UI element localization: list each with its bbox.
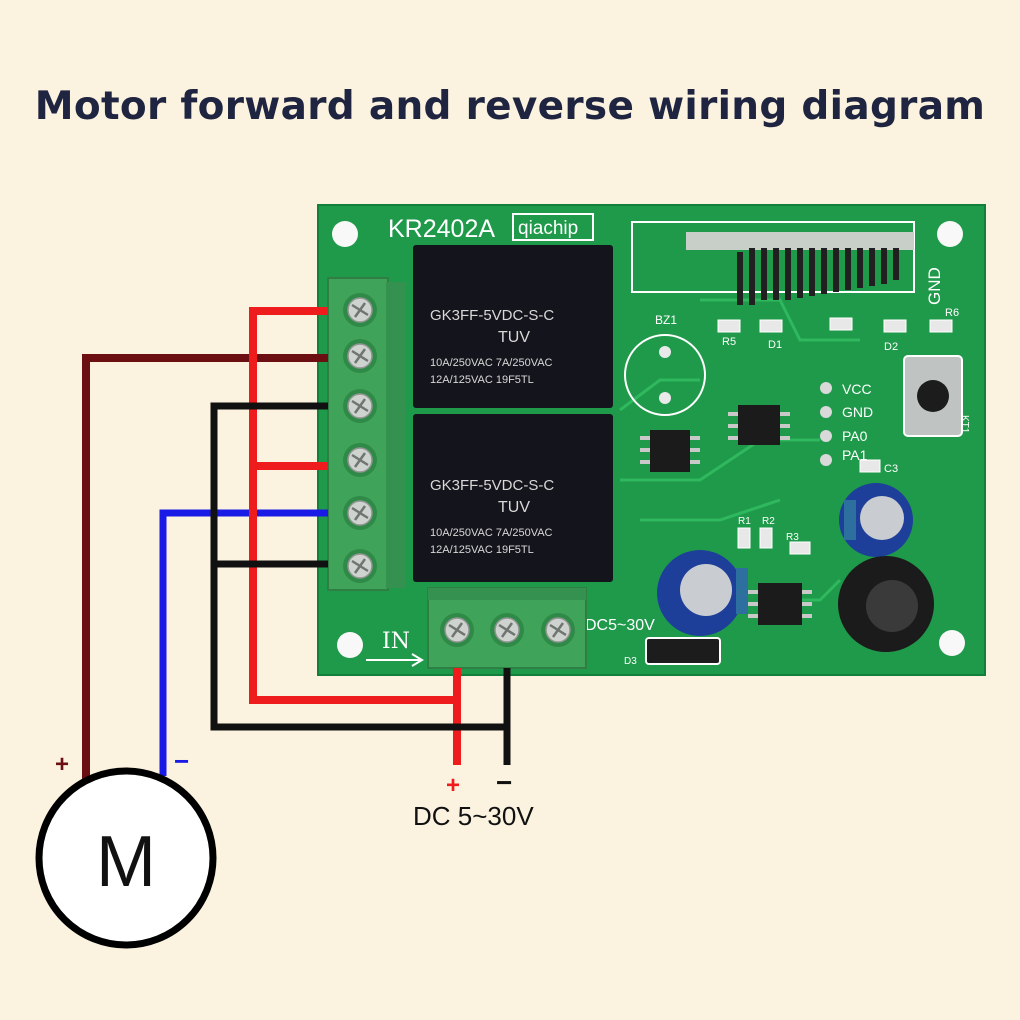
label-d1: D1 — [768, 339, 782, 351]
inductor — [838, 556, 934, 652]
pin-vcc: VCC — [842, 381, 872, 397]
wire-blue-motor-minus — [159, 509, 328, 776]
power-screw-1 — [440, 613, 474, 647]
pin-pa1: PA1 — [842, 447, 868, 463]
label-c3: C3 — [884, 463, 898, 475]
power-minus: − — [496, 767, 512, 798]
in-label: IN — [382, 629, 410, 654]
svg-text:10A/250VAC 7A/250VAC: 10A/250VAC 7A/250VAC — [430, 527, 553, 539]
label-r3: R3 — [786, 532, 799, 543]
wire-black-negative — [210, 402, 511, 765]
svg-text:TUV: TUV — [498, 499, 530, 516]
terminal-screw-6 — [343, 549, 377, 583]
label-kt1: KT1 — [959, 415, 970, 434]
power-screw-3 — [541, 613, 575, 647]
ic-chip-2 — [738, 405, 780, 445]
power-plus: + — [446, 772, 460, 799]
output-terminal-block — [327, 277, 406, 591]
label-d3: D3 — [624, 656, 637, 667]
pin-gnd: GND — [842, 404, 873, 420]
terminal-screw-1 — [343, 293, 377, 327]
label-r6: R6 — [945, 307, 959, 319]
relay-bottom: GK3FF-5VDC-S-C TUV 10A/250VAC 7A/250VAC … — [413, 414, 613, 582]
ic-chip-3 — [758, 583, 802, 625]
power-label: DC 5~30V — [413, 801, 534, 831]
mount-hole-tr — [937, 221, 963, 247]
label-r5: R5 — [722, 336, 736, 348]
board-brand: qiachip — [518, 218, 578, 239]
wire-brown-motor-plus — [82, 354, 328, 780]
motor-symbol: M — [96, 822, 156, 902]
svg-text:12A/125VAC 19F5TL: 12A/125VAC 19F5TL — [430, 374, 534, 386]
label-r1: R1 — [738, 516, 751, 527]
svg-text:GK3FF-5VDC-S-C: GK3FF-5VDC-S-C — [430, 307, 554, 324]
mount-hole-br — [939, 630, 965, 656]
ic-chip-1 — [650, 430, 690, 472]
buzzer-label: BZ1 — [655, 313, 677, 327]
svg-text:TUV: TUV — [498, 329, 530, 346]
pin-pa0: PA0 — [842, 428, 868, 444]
motor-plus: + — [55, 751, 69, 778]
svg-text:GK3FF-5VDC-S-C: GK3FF-5VDC-S-C — [430, 477, 554, 494]
terminal-screw-2 — [343, 339, 377, 373]
buzzer — [624, 334, 706, 416]
svg-text:12A/125VAC 19F5TL: 12A/125VAC 19F5TL — [430, 544, 534, 556]
terminal-screw-5 — [343, 496, 377, 530]
dc-label: DC5~30V — [585, 617, 655, 634]
capacitor-2 — [657, 550, 748, 636]
page-title: Motor forward and reverse wiring diagram — [34, 84, 986, 129]
mount-hole-tl — [332, 221, 358, 247]
motor-minus: − — [174, 746, 189, 776]
wire-red-positive — [249, 307, 461, 765]
svg-text:10A/250VAC 7A/250VAC: 10A/250VAC 7A/250VAC — [430, 357, 553, 369]
label-d2: D2 — [884, 341, 898, 353]
power-screw-2 — [490, 613, 524, 647]
label-r2: R2 — [762, 516, 775, 527]
gnd-label: GND — [925, 267, 944, 305]
antenna-coil — [737, 248, 899, 305]
mount-hole-bl — [337, 632, 363, 658]
relay-top: GK3FF-5VDC-S-C TUV 10A/250VAC 7A/250VAC … — [413, 245, 613, 408]
terminal-screw-3 — [343, 389, 377, 423]
diode-d3 — [645, 637, 721, 665]
board-model: KR2402A — [388, 215, 495, 243]
capacitor-1 — [839, 483, 913, 557]
terminal-screw-4 — [343, 443, 377, 477]
motor: M — [35, 767, 217, 949]
